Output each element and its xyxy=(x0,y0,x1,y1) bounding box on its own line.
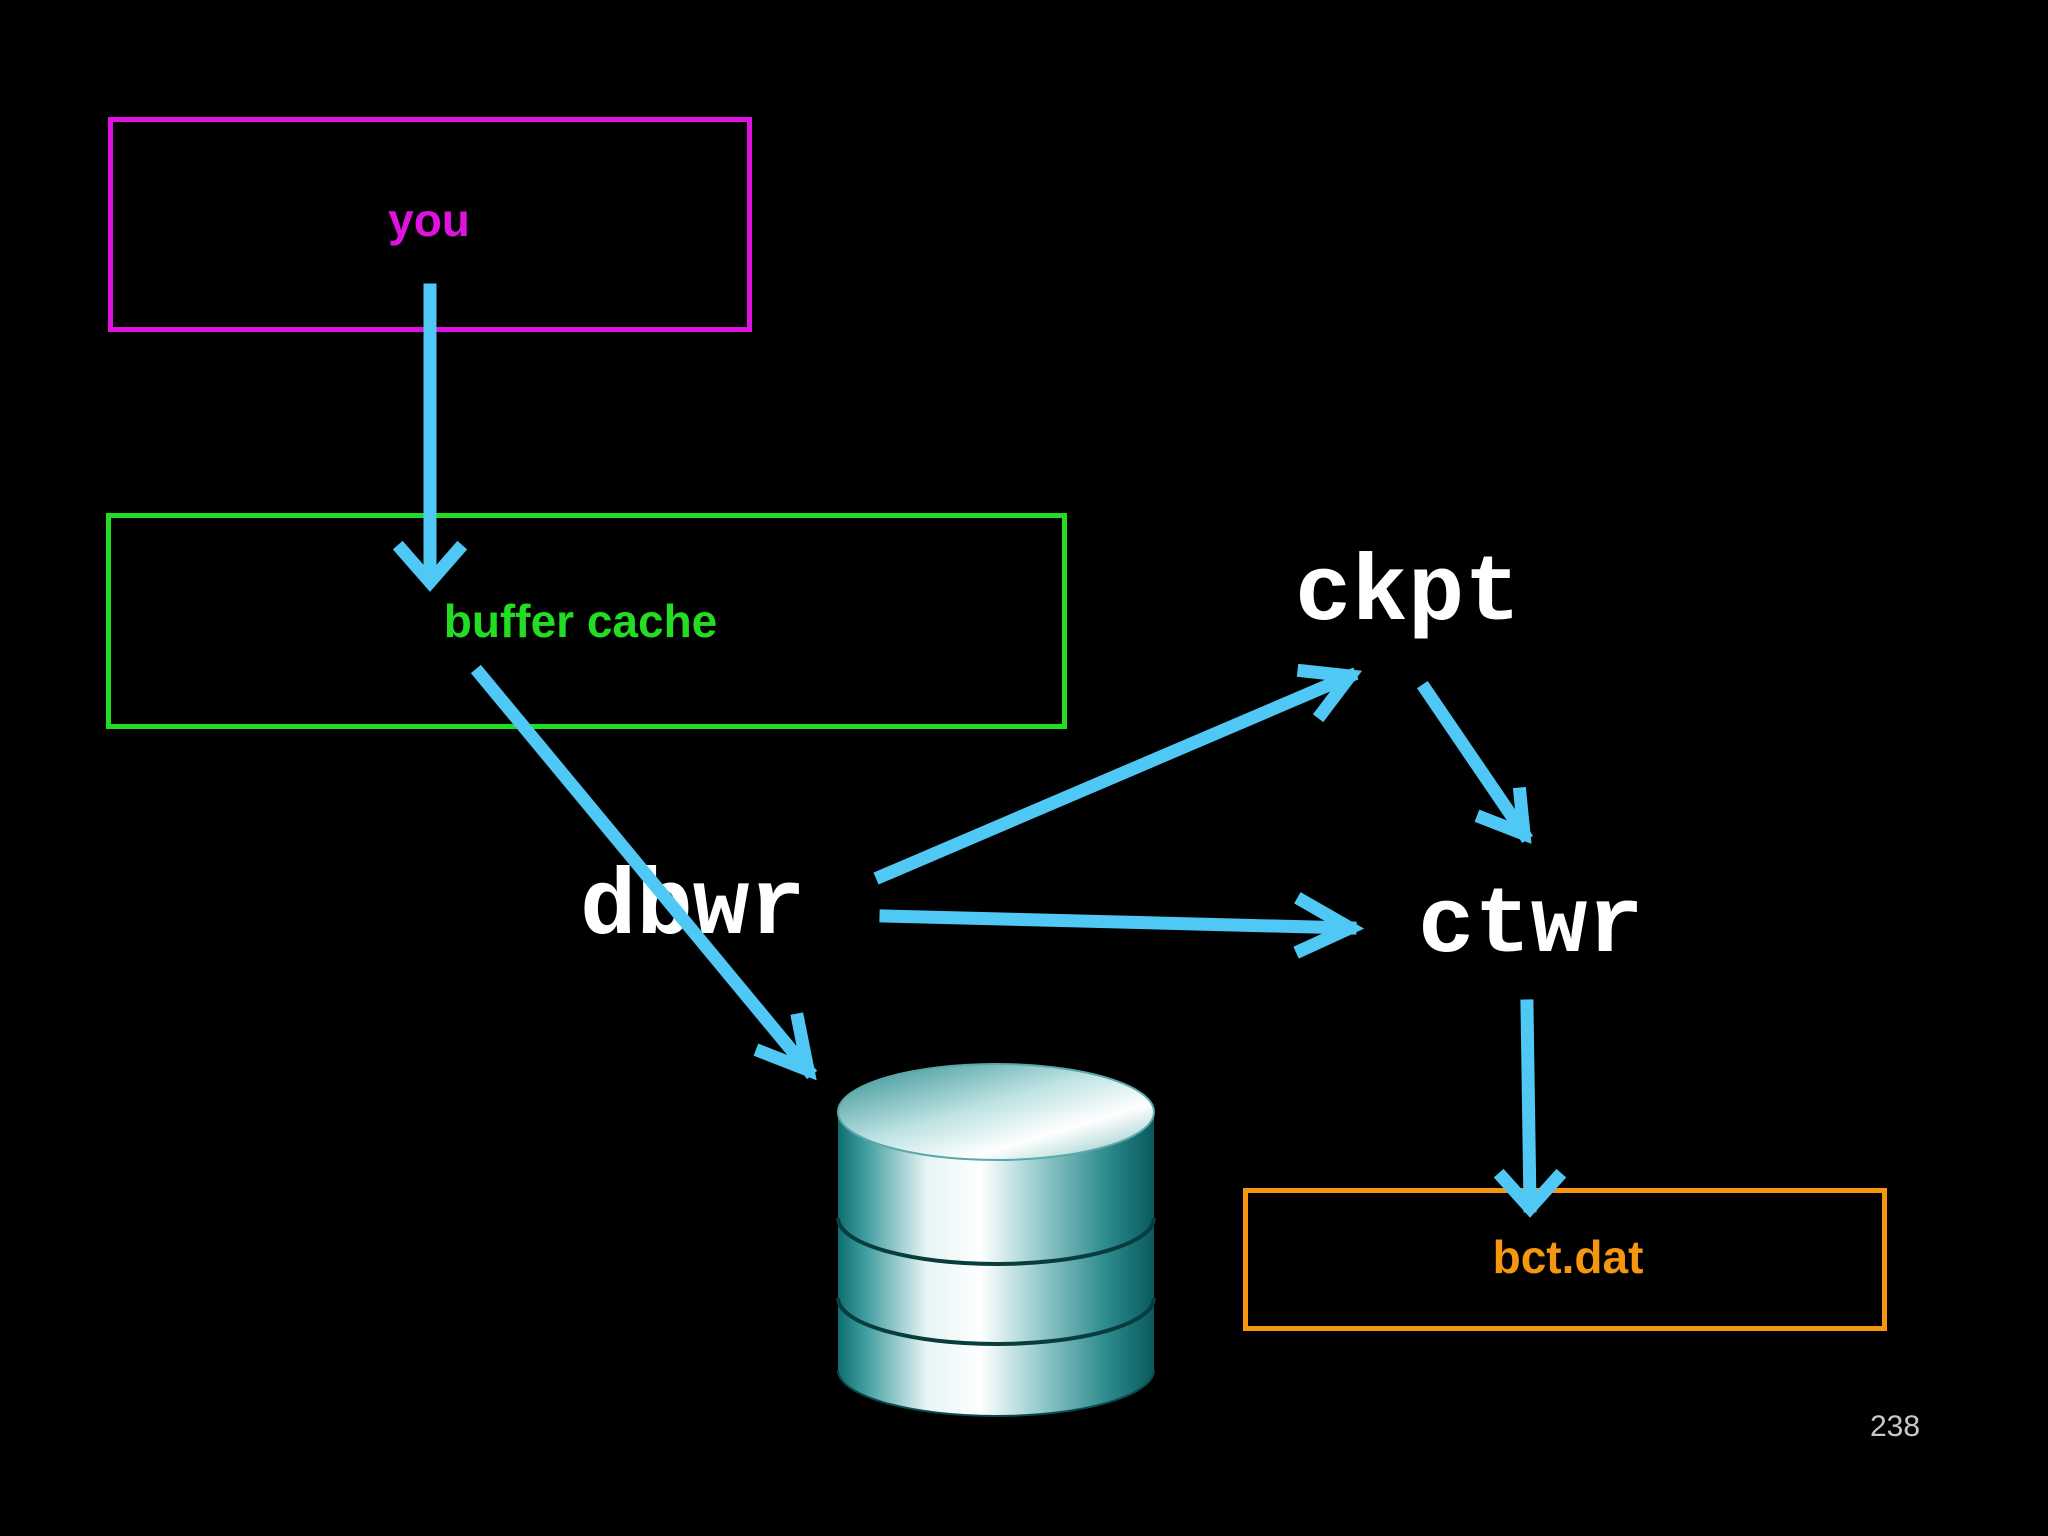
buffer-cache-label: buffer cache xyxy=(443,595,718,647)
arrow-dbwr-to-ckpt xyxy=(873,663,1363,885)
arrow-you-to-buffer-cache xyxy=(392,283,468,592)
ctwr-process-label: ctwr xyxy=(1418,874,1644,980)
ckpt-process-label: ckpt xyxy=(1295,542,1521,648)
arrow-buffer-cache-to-database xyxy=(470,664,818,1081)
arrow-ctwr-to-bct-dat xyxy=(1493,999,1567,1218)
you-label: you xyxy=(388,193,470,246)
buffer-cache-box: buffer cache xyxy=(106,513,1067,729)
page-number: 238 xyxy=(1870,1410,1921,1443)
arrow-dbwr-to-ctwr xyxy=(879,892,1365,959)
bct-dat-box: bct.dat xyxy=(1243,1188,1887,1331)
arrow-ckpt-to-ctwr xyxy=(1416,680,1534,844)
database-cylinder-icon xyxy=(836,1063,1156,1417)
bct-dat-label: bct.dat xyxy=(1492,1230,1644,1283)
